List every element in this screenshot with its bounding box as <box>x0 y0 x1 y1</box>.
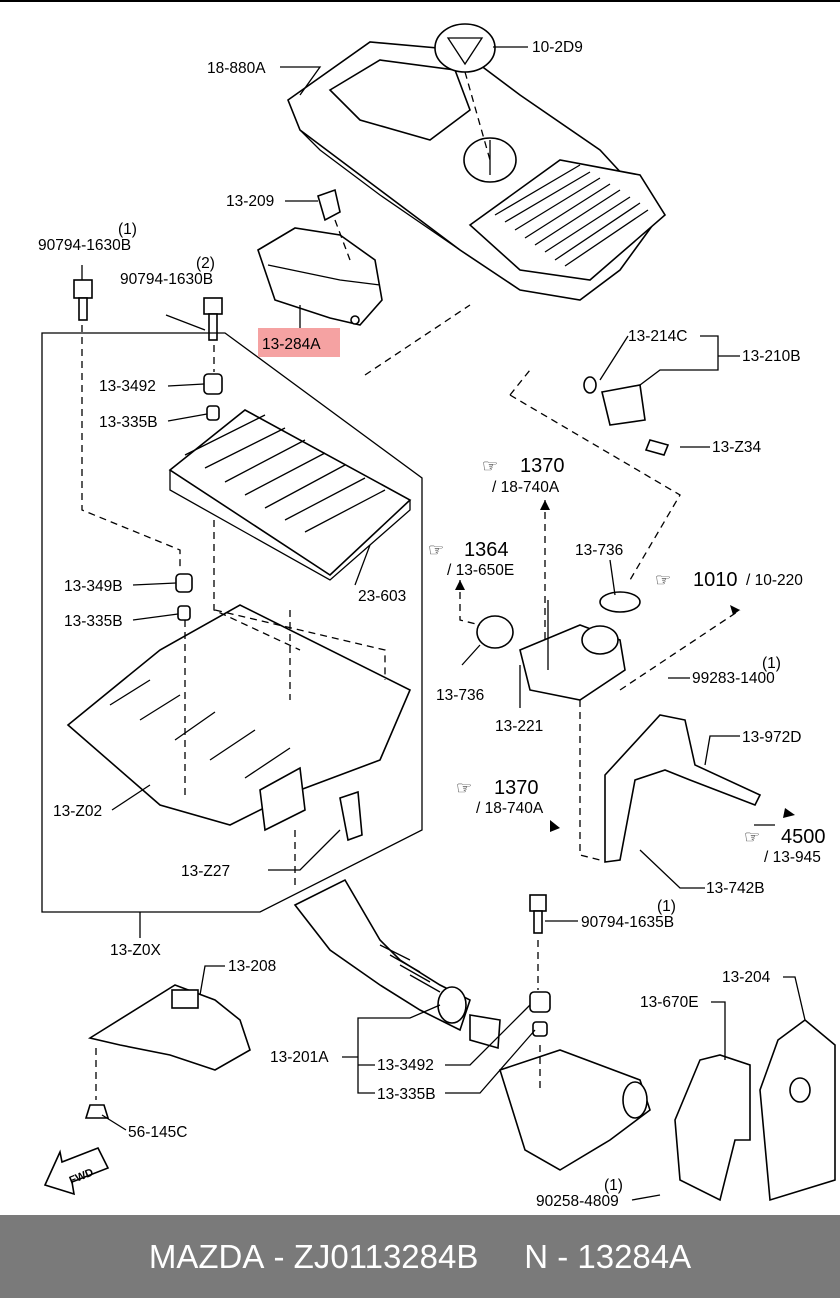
bracket-13-284a <box>257 227 383 326</box>
connection-lines <box>81 304 741 1100</box>
duct-13-670e <box>674 1054 751 1202</box>
footer-part-number: ZJ0113284B <box>293 1237 479 1275</box>
hose-13-972d <box>604 714 762 863</box>
label-13-z27: 13-Z27 <box>181 863 230 880</box>
label-13-742b: 13-742B <box>706 880 765 897</box>
retainer-10-2d9 <box>434 23 496 161</box>
intake-duct-13-201a <box>293 878 501 1050</box>
label-13-736-left: 13-736 <box>436 687 484 704</box>
label-13-221: 13-221 <box>495 718 543 735</box>
collar-13-335b-mid <box>177 605 191 621</box>
label-13-z34: 13-Z34 <box>712 439 761 456</box>
label-13-335b-bottom: 13-335B <box>377 1086 436 1103</box>
part-labels: 18-880A 10-2D9 13-209 (1) 90794-1630B (2… <box>38 39 826 1210</box>
filter-element-23-603 <box>168 409 412 581</box>
label-90794-1635b: 90794-1635B <box>581 914 674 931</box>
hand-pointer-icon: ☞ <box>744 827 760 847</box>
label-13-349b: 13-349B <box>64 578 123 595</box>
label-13-208: 13-208 <box>228 958 276 975</box>
label-13-201a: 13-201A <box>270 1049 329 1066</box>
fwd-arrow-icon <box>43 1146 110 1196</box>
grommet-13-3492-bottom <box>529 991 551 1013</box>
label-13-670e: 13-670E <box>640 994 699 1011</box>
label-90794-1630b-2: 90794-1630B <box>120 271 213 288</box>
pointing-hand-icons: ☞ ☞ ☞ ☞ ☞ <box>428 456 760 847</box>
footer-gap <box>478 1238 524 1276</box>
hand-pointer-icon: ☞ <box>655 570 671 590</box>
resonator <box>499 1049 651 1171</box>
reference-arrows <box>455 500 795 832</box>
label-99283-qty: (1) <box>762 655 781 672</box>
label-13-3492-top: 13-3492 <box>99 378 156 395</box>
assembly-frame-13-z0x <box>41 332 423 913</box>
label-90258-qty: (1) <box>604 1177 623 1194</box>
label-23-603: 23-603 <box>358 588 406 605</box>
label-90258-4809: 90258-4809 <box>536 1193 619 1210</box>
label-13-z0x: 13-Z0X <box>110 942 161 959</box>
hand-pointer-icon: ☞ <box>482 456 498 476</box>
label-13-210b: 13-210B <box>742 348 801 365</box>
label-13-335b-mid: 13-335B <box>64 613 123 630</box>
label-90794-1630b-1: 90794-1630B <box>38 237 131 254</box>
hand-pointer-icon: ☞ <box>456 778 472 798</box>
bolt-90794-1 <box>73 279 93 321</box>
footer-brand: MAZDA <box>148 1237 265 1275</box>
collar-13-335b-bottom <box>532 1021 548 1037</box>
label-13-945: / 13-945 <box>764 849 821 866</box>
label-18-740a-top: / 18-740A <box>492 479 560 496</box>
label-13-204: 13-204 <box>722 969 771 986</box>
grommet-13-3492-top <box>203 373 223 395</box>
bolt-90794-2 <box>203 297 223 341</box>
label-13-972d: 13-972D <box>742 729 801 746</box>
hose-13-221 <box>519 624 626 701</box>
clip-13-z27 <box>339 790 363 842</box>
label-18-740a-bottom: / 18-740A <box>476 800 544 817</box>
label-13-209: 13-209 <box>226 193 274 210</box>
label-18-880a: 18-880A <box>207 60 266 77</box>
sensor-13-210b <box>583 376 670 456</box>
grommet-13-209 <box>317 188 351 261</box>
bolt-90794-3 <box>529 894 547 934</box>
label-13-284a: 13-284A <box>262 336 321 353</box>
leader-lines <box>81 46 806 1201</box>
footer-ref-number: N - 13284A <box>524 1237 692 1275</box>
footer-separator: - <box>264 1237 294 1275</box>
clamp-13-736-left <box>476 615 514 649</box>
hand-pointer-icon: ☞ <box>428 540 444 560</box>
parts-diagram: 18-880A 10-2D9 13-209 (1) 90794-1630B (2… <box>0 0 840 1210</box>
label-1010: 1010 <box>693 569 738 591</box>
label-13-736-right: 13-736 <box>575 542 623 559</box>
label-13-650e: / 13-650E <box>447 562 514 579</box>
label-13-z02: 13-Z02 <box>53 803 102 820</box>
part-number-footer: MAZDA - ZJ0113284B N - 13284A <box>0 1215 840 1298</box>
bracket-13-208 <box>87 984 251 1071</box>
collar-13-349b <box>175 573 193 593</box>
label-90794-3-qty: (1) <box>657 898 676 915</box>
label-13-214c: 13-214C <box>628 328 687 345</box>
label-10-220: / 10-220 <box>746 572 803 589</box>
label-1364: 1364 <box>464 539 509 561</box>
label-10-2d9: 10-2D9 <box>532 39 583 56</box>
label-13-3492-bottom: 13-3492 <box>377 1057 434 1074</box>
label-1370-bottom: 1370 <box>494 777 539 799</box>
collar-13-335b-top <box>206 405 220 421</box>
label-90794-1-qty: (1) <box>118 221 137 238</box>
label-13-335b-top: 13-335B <box>99 414 158 431</box>
label-99283-1400: 99283-1400 <box>692 670 775 687</box>
label-1370-top: 1370 <box>520 455 565 477</box>
highlighted-part-box <box>258 328 340 357</box>
label-4500: 4500 <box>781 826 826 848</box>
clamp-13-736-right <box>599 591 641 613</box>
air-cleaner-case <box>66 604 412 832</box>
label-90794-2-qty: (2) <box>196 255 215 272</box>
label-56-145c: 56-145C <box>128 1124 187 1141</box>
